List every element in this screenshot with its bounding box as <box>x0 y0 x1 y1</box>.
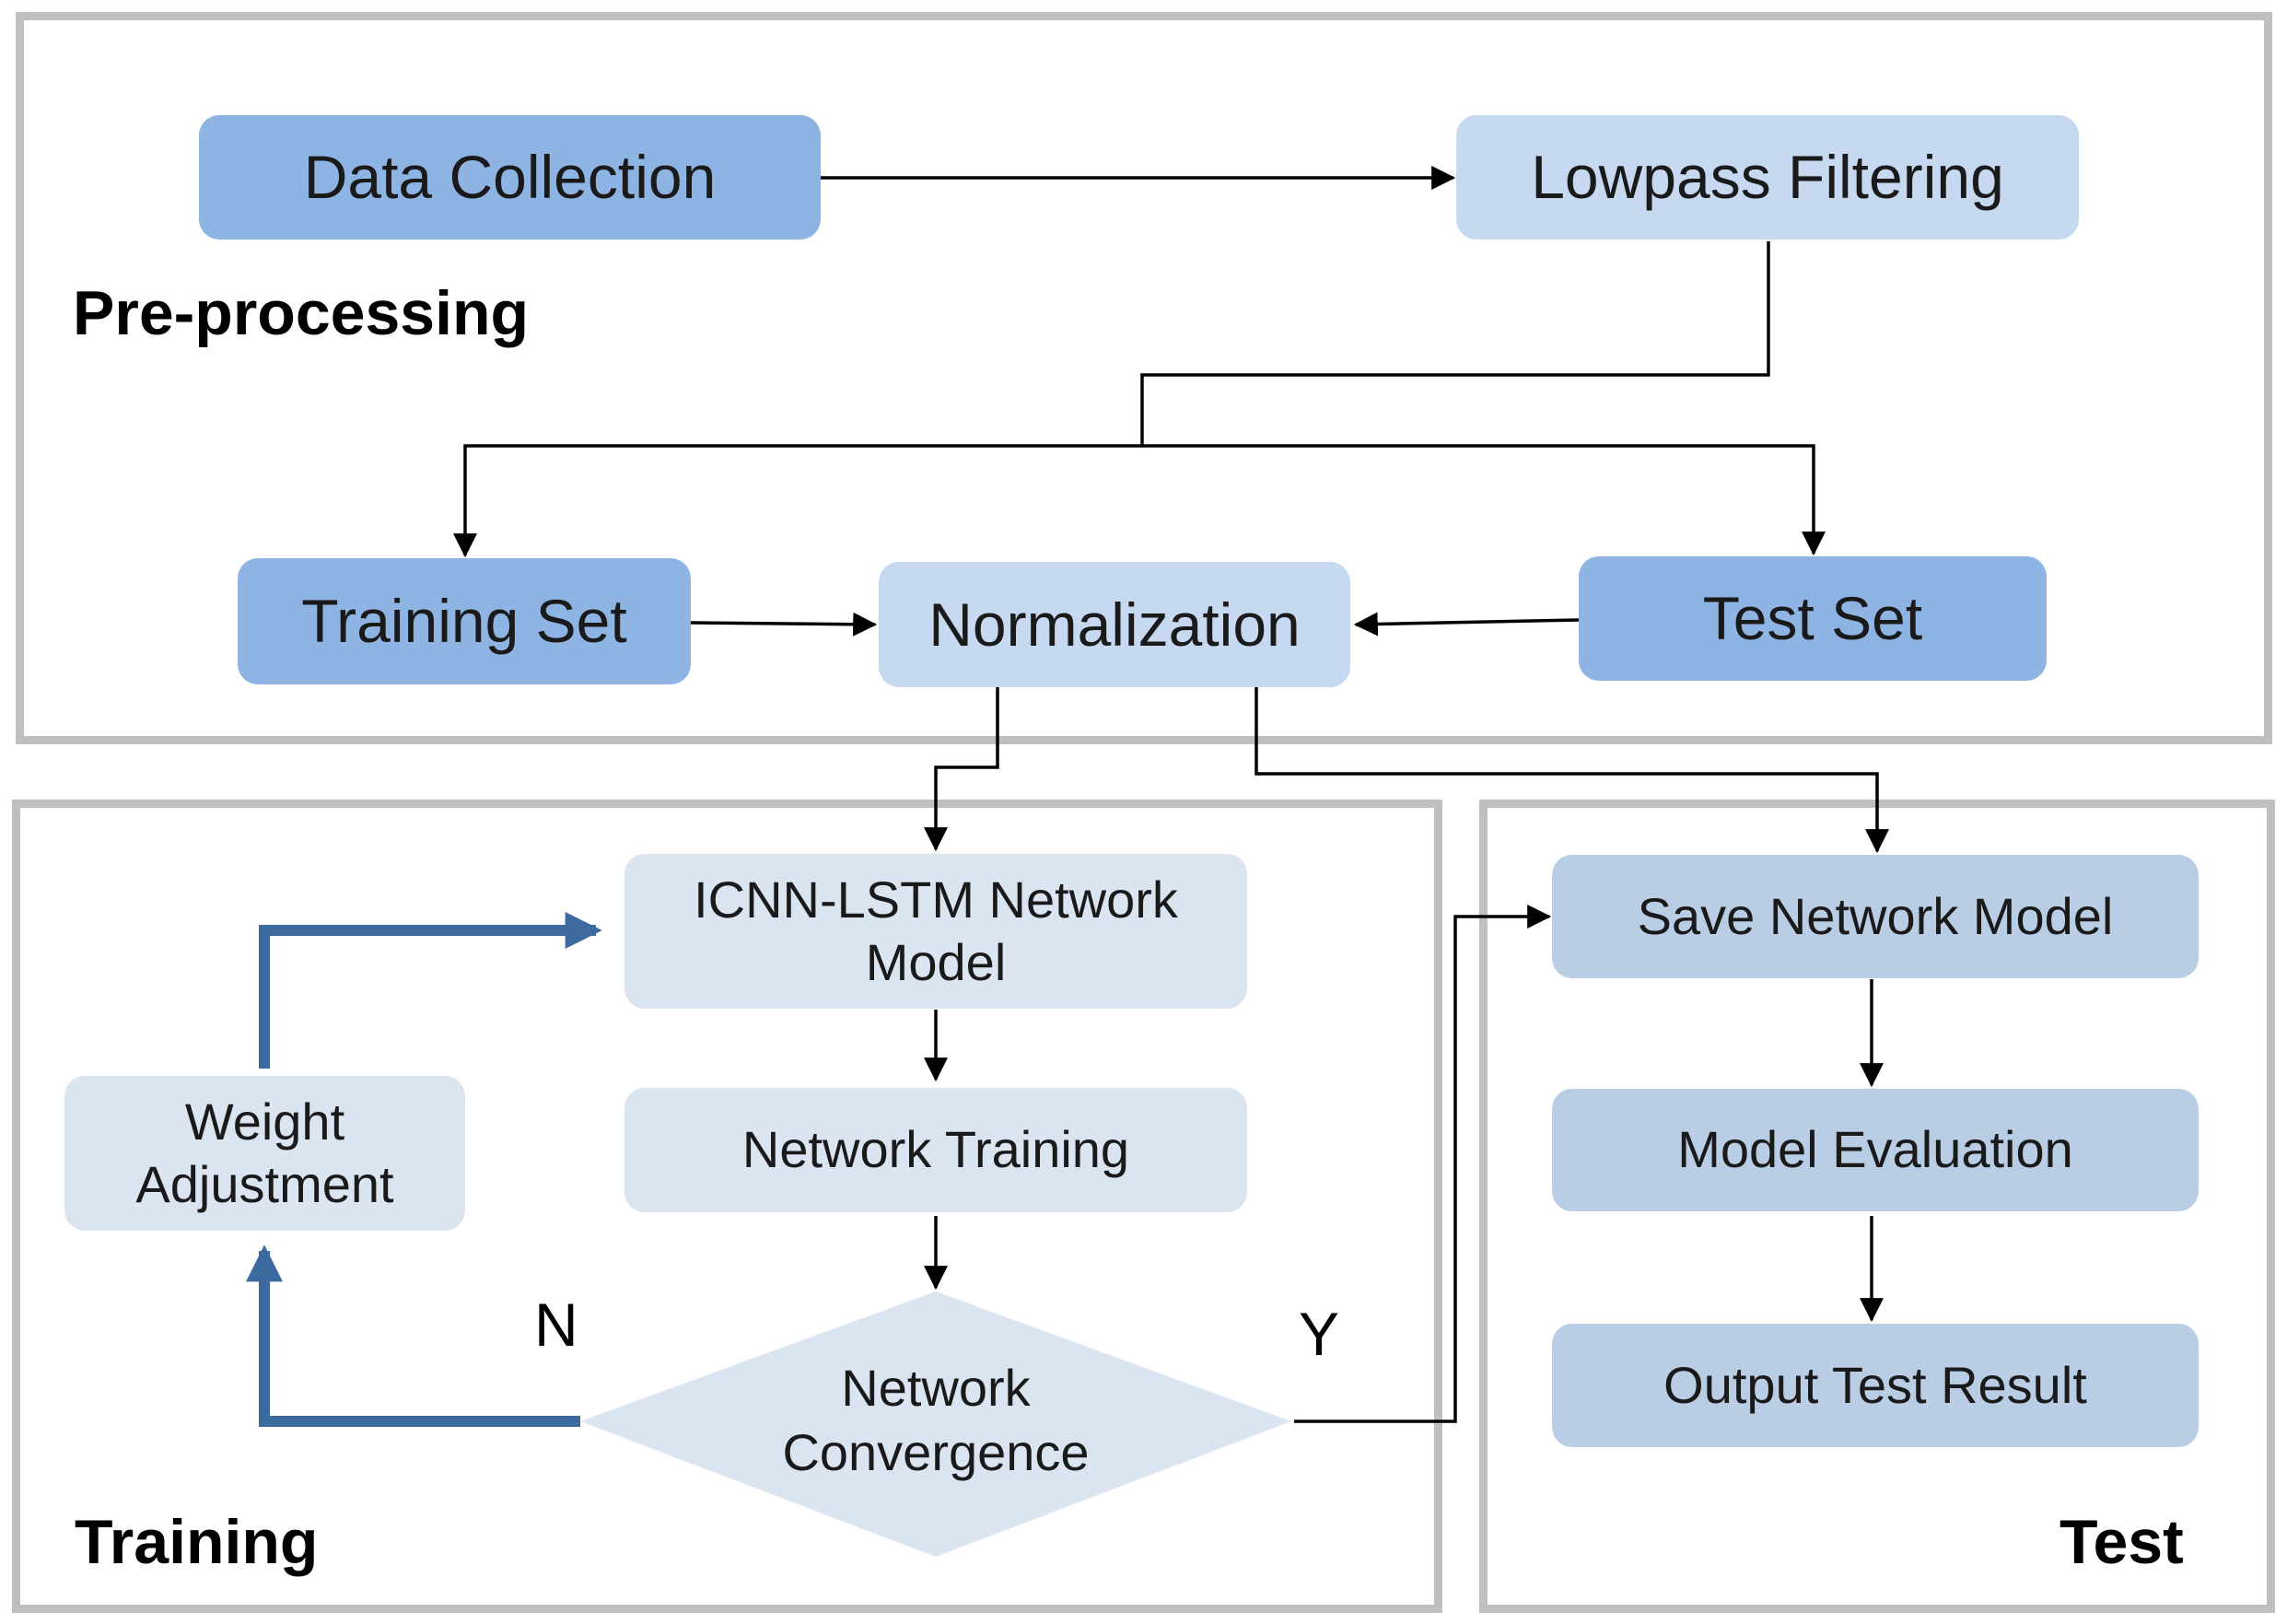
preprocessing-panel <box>16 12 2272 744</box>
edge-normalization-save <box>1254 687 1889 854</box>
test-title: Test <box>2059 1507 2184 1577</box>
training-title: Training <box>75 1507 319 1577</box>
data-collection-label: Data Collection <box>303 143 717 212</box>
preprocessing-title: Pre-processing <box>73 278 530 348</box>
save-network-model-label: Save Network Model <box>1637 886 2114 945</box>
data-collection-node: Data Collection <box>199 115 821 240</box>
edge-testset-normalization <box>1353 612 1580 637</box>
lowpass-filtering-label: Lowpass Filtering <box>1531 143 2004 212</box>
output-test-result-node: Output Test Result <box>1552 1324 2199 1447</box>
test-set-node: Test Set <box>1579 556 2047 681</box>
edge-weight-icnn <box>259 912 602 1069</box>
network-convergence-label-line2: Convergence <box>782 1423 1090 1481</box>
yes-branch-label: Y <box>1299 1300 1340 1368</box>
network-training-node: Network Training <box>624 1088 1247 1212</box>
training-panel <box>12 800 1442 1613</box>
network-training-label: Network Training <box>741 1120 1130 1179</box>
normalization-node: Normalization <box>879 562 1350 687</box>
network-convergence-label-line1: Network <box>841 1359 1031 1417</box>
training-set-label: Training Set <box>301 587 627 656</box>
normalization-label: Normalization <box>928 590 1301 659</box>
weight-adjustment-node: Weight Adjustment <box>64 1076 465 1231</box>
no-branch-label: N <box>534 1291 578 1359</box>
test-set-label: Test Set <box>1702 584 1923 653</box>
network-convergence-label: Network Convergence <box>752 1356 1120 1485</box>
weight-adjustment-label-line1: Weight <box>184 1092 345 1151</box>
edge-convergence-save <box>1294 905 1552 1423</box>
edge-convergence-weight <box>246 1244 580 1427</box>
edge-lowpass-split <box>1140 241 1770 446</box>
icnn-lstm-model-label-line2: Model <box>865 933 1007 991</box>
edge-split-testset <box>1142 444 1826 556</box>
model-evaluation-label: Model Evaluation <box>1677 1120 2073 1179</box>
edge-trainingset-normalization <box>690 612 878 637</box>
lowpass-filtering-node: Lowpass Filtering <box>1456 115 2079 240</box>
icnn-lstm-model-label-line1: ICNN-LSTM Network <box>694 870 1178 929</box>
save-network-model-node: Save Network Model <box>1552 855 2199 978</box>
model-evaluation-node: Model Evaluation <box>1552 1089 2199 1211</box>
icnn-lstm-model-node: ICNN-LSTM Network Model <box>624 854 1247 1009</box>
edge-normalization-icnn <box>924 687 999 852</box>
edge-split-trainingset <box>453 444 1142 558</box>
output-test-result-label: Output Test Result <box>1663 1355 2087 1414</box>
network-convergence-diamond <box>580 1291 1291 1557</box>
training-set-node: Training Set <box>238 558 691 684</box>
weight-adjustment-label-line2: Adjustment <box>135 1155 394 1213</box>
